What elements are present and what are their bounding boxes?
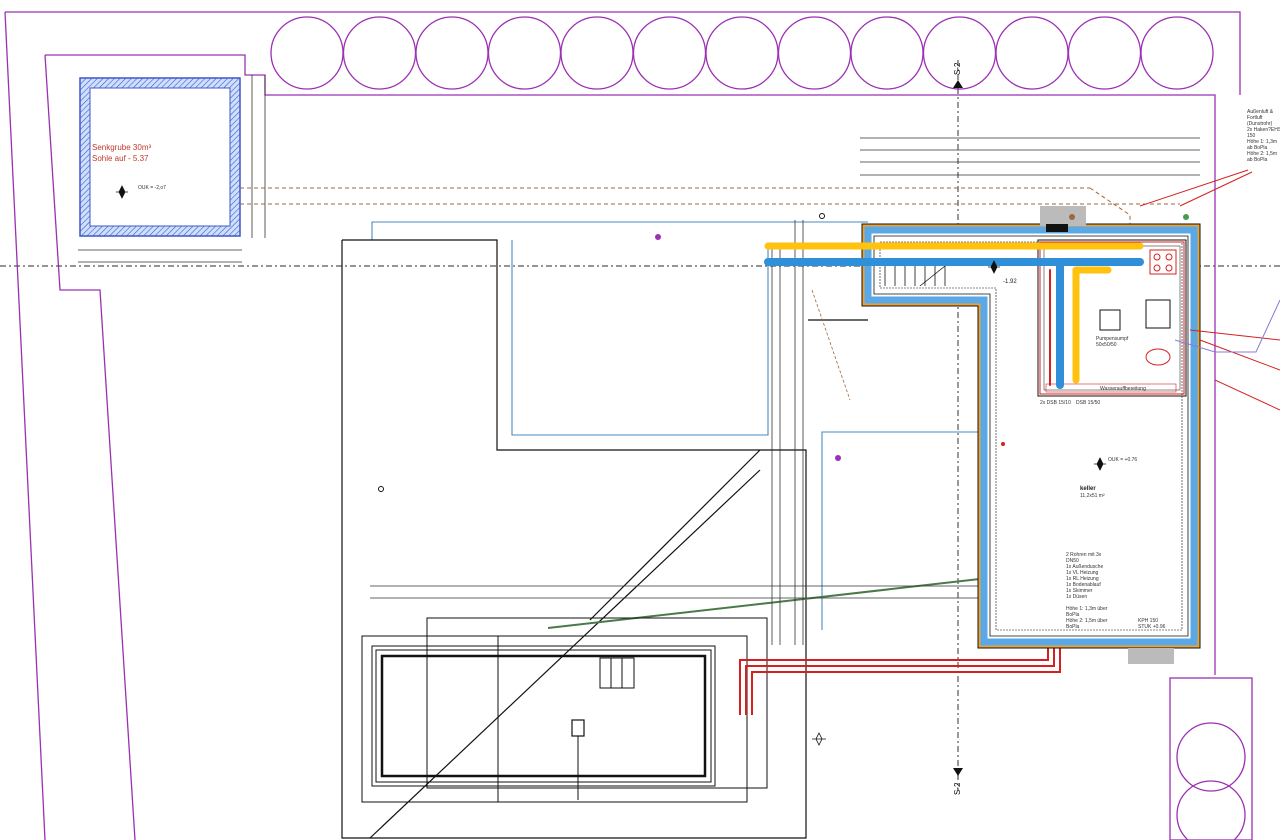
kph-label: KPH 150 [1138,618,1158,624]
stuk-label: STUK +0.96 [1138,624,1166,630]
note-line: 1x Außendusche [1066,564,1103,570]
grey-pads [1040,206,1174,664]
septic-floor-level: Sohle auf - 5.37 [92,154,149,163]
note-line: DN50 [1066,558,1079,564]
note-line: 2 Rohren mit 3x [1066,552,1102,558]
room-area: 11,2x51 m² [1080,493,1105,499]
tree-icon [270,16,344,90]
section-label-top: S-2 [953,62,962,75]
note-line: Höhe 2: 1,5m [1247,151,1277,157]
terrace-outline [341,239,868,839]
level-marker-icon [1094,457,1106,471]
note-line: Höhe 1: 1,3m [1247,139,1277,145]
supply-pipes [764,242,1144,389]
room-name: keller [1080,486,1096,492]
tree-icon [1067,16,1142,90]
note-line: BoPla [1066,612,1080,618]
level-marker-icon [116,185,128,199]
level-mid: -1.92 [1003,279,1017,285]
dsb-label-1: 2x DSB 15/10 [1040,400,1071,406]
tree-icon [415,16,489,90]
pipe-notes-right: Außenluft &Fortluft(Dunstrohr)2x Haken?E… [1247,109,1280,163]
note-line: 1x Bodenablauf [1066,582,1101,588]
top-dimension-lines [860,137,1200,176]
note-line: 1x Skimmer [1066,588,1093,594]
note-line: Fortluft [1247,115,1263,121]
note-line: 150 [1247,133,1256,139]
tree-icon [560,16,634,90]
basement-walls [861,223,1201,649]
room-texts: keller 11,2x51 m² KPH 150 STUK +0.96 [1080,486,1166,630]
tree-icon [487,16,562,90]
note-line: 1x VL Heizung [1066,570,1099,576]
tree-icon [1140,16,1214,90]
septic-title: Senkgrube 30m³ [92,143,151,152]
note-line: ab BoPla [1247,145,1268,151]
tree-icon [1176,722,1246,792]
septic-dimensions [78,75,266,263]
section-label-bottom: S-2 [953,782,962,795]
vertical-dimension-lines [771,220,804,645]
note-line: BoPla [1066,624,1080,630]
hedge-trees [270,16,1246,840]
level-room: OUK = +0.76 [1108,457,1137,463]
septic-tank: Senkgrube 30m³ Sohle auf - 5.37 OUK = -2… [79,77,241,237]
pump-label: Pumpensumpf [1096,336,1129,342]
note-line: 1x Düsen [1066,594,1087,600]
note-line: ab BoPla [1247,157,1268,163]
tree-icon [922,16,997,90]
water-treatment-label: Wasserauffbereitung [1100,386,1146,392]
tree-icon [1176,780,1246,840]
leader-lines [1139,169,1280,411]
note-line: 1x RL Heizung [1066,576,1099,582]
tree-icon [777,16,852,90]
tree-icon [850,16,924,90]
tree-icon [995,16,1069,90]
note-line: Außenluft & [1247,109,1274,115]
level-marker-icon [812,732,826,746]
level-marker-icon [988,260,1000,274]
septic-level: OUK = -2,o7 [138,185,166,191]
small-markers [378,213,1189,492]
pool [361,617,768,803]
diagonal-lines [369,289,1016,839]
pump-dimensions: 50x50/50 [1096,342,1117,348]
tree-icon [632,16,707,90]
note-line: (Dunstrohr) [1247,121,1273,127]
dsb-label-2: DSB 15/50 [1076,400,1100,406]
note-line: Höhe 2: 1,5m über [1066,618,1108,624]
tree-icon [342,16,417,90]
note-line: Höhe 1: 1,3m über [1066,606,1108,612]
level-markers: -1.92 OUK = +0.76 [812,260,1137,746]
technical-room: Pumpensumpf 50x50/50 Wasserauffbereitung… [1037,239,1187,406]
pool-dimension-lines [370,585,1000,599]
tree-icon [705,16,779,90]
note-line: 2x Haken?EHS [1247,127,1280,133]
